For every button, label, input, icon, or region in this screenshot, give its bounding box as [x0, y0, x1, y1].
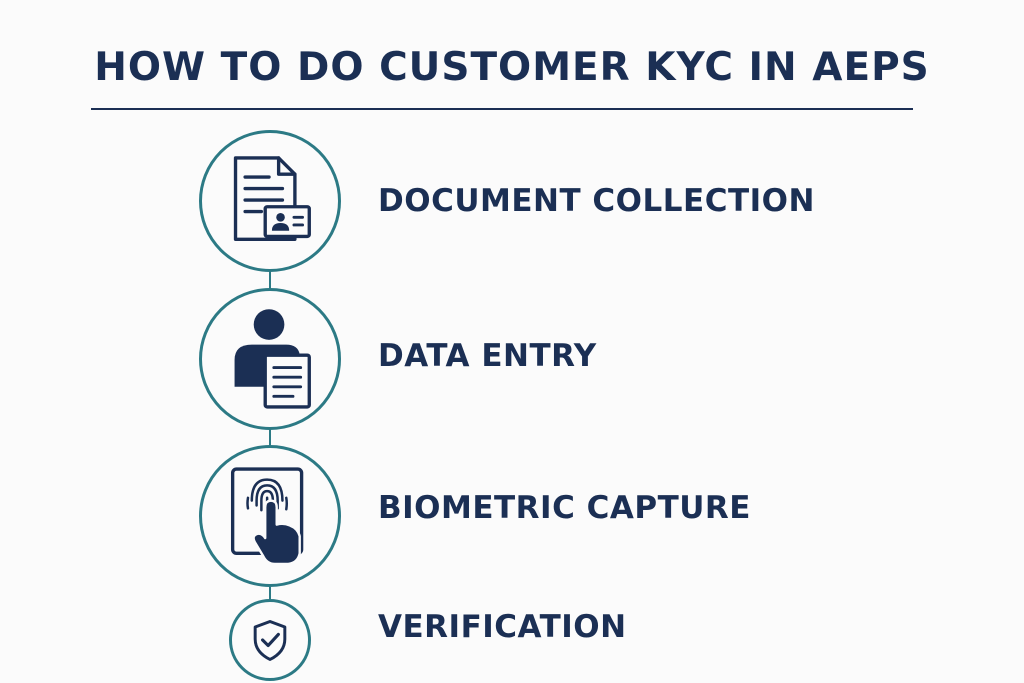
step-2-circle — [199, 288, 341, 430]
document-id-card-icon — [233, 156, 311, 241]
connector-line — [269, 429, 271, 446]
step-4-circle — [229, 599, 311, 681]
shield-check-icon — [253, 619, 287, 661]
step-1-label: DOCUMENT COLLECTION — [378, 183, 815, 219]
fingerprint-touch-icon — [230, 467, 304, 566]
person-document-icon — [234, 309, 311, 409]
step-3-label: BIOMETRIC CAPTURE — [378, 490, 751, 526]
title-underline — [91, 108, 913, 110]
connector-line — [269, 587, 271, 600]
step-1-circle — [199, 130, 341, 272]
connector-line — [269, 271, 271, 289]
page-title: HOW TO DO CUSTOMER KYC IN AEPS — [94, 45, 930, 90]
step-2-label: DATA ENTRY — [378, 338, 597, 374]
step-3-circle — [199, 445, 341, 587]
step-4-label: VERIFICATION — [378, 609, 627, 645]
